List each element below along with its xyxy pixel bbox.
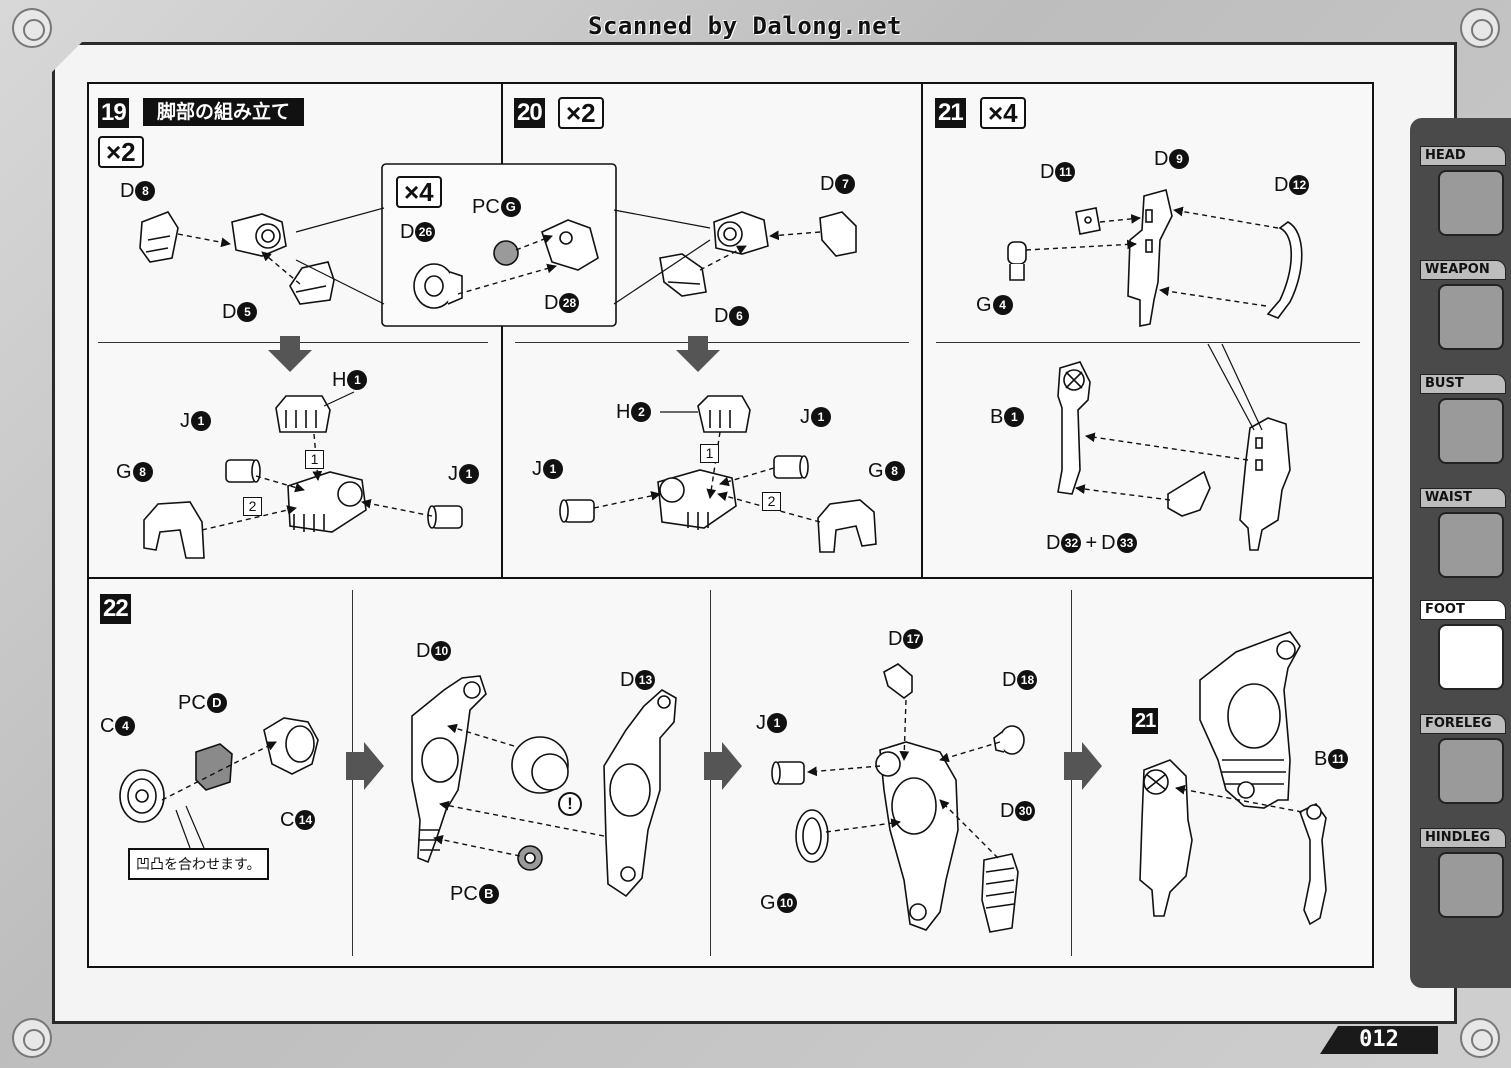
alignment-note: 凹凸を合わせます。 <box>128 848 269 880</box>
bust-icon <box>1438 398 1504 464</box>
s20-sub-divider <box>515 342 909 343</box>
tab-foot-label: FOOT <box>1420 600 1506 620</box>
ref-step-21: 21 <box>1132 708 1159 734</box>
foreleg-icon <box>1438 738 1504 804</box>
step-19-title: 脚部の組み立て <box>143 98 305 126</box>
order-box-20-1: 1 <box>700 444 719 463</box>
order-box-2: 2 <box>243 497 262 516</box>
tab-head-label: HEAD <box>1420 146 1506 166</box>
head-icon <box>1438 170 1504 236</box>
weapon-icon <box>1438 284 1504 350</box>
row-divider <box>87 577 1374 579</box>
tab-foreleg-label: FORELEG <box>1420 714 1506 734</box>
step-22-number: 22 <box>100 594 131 624</box>
step-19-inset-multiplier: ×4 <box>396 176 442 208</box>
step-19-multiplier: ×2 <box>98 136 144 168</box>
scan-credit: Scanned by Dalong.net <box>588 12 902 40</box>
corner-logo-top-right <box>1460 8 1500 48</box>
tab-weapon-label: WEAPON <box>1420 260 1506 280</box>
tab-head[interactable]: HEAD <box>1418 146 1508 250</box>
substep-divider-3 <box>1071 590 1072 956</box>
corner-logo-bottom-left <box>12 1018 52 1058</box>
step-20-number: 20 <box>514 98 545 128</box>
step-21-multiplier: ×4 <box>980 97 1026 129</box>
tab-hindleg-label: HINDLEG <box>1420 828 1506 848</box>
tab-hindleg[interactable]: HINDLEG <box>1418 828 1508 932</box>
substep-divider-2 <box>710 590 711 956</box>
page-number: 012 <box>1320 1026 1438 1054</box>
s19-sub-divider <box>98 342 488 343</box>
col-divider-1 <box>501 82 503 578</box>
caution-icon: ! <box>558 792 582 816</box>
tab-foot[interactable]: FOOT <box>1418 600 1508 704</box>
step-19-number: 19 <box>98 98 129 128</box>
corner-logo-bottom-right <box>1460 1018 1500 1058</box>
order-box-1: 1 <box>305 450 324 469</box>
order-box-20-2: 2 <box>762 492 781 511</box>
col-divider-2 <box>921 82 923 578</box>
tab-foreleg[interactable]: FORELEG <box>1418 714 1508 818</box>
substep-divider-1 <box>352 590 353 956</box>
waist-icon <box>1438 512 1504 578</box>
corner-logo-top-left <box>12 8 52 48</box>
hindleg-icon <box>1438 852 1504 918</box>
tab-bust[interactable]: BUST <box>1418 374 1508 478</box>
tab-bust-label: BUST <box>1420 374 1506 394</box>
tab-waist[interactable]: WAIST <box>1418 488 1508 592</box>
s21-sub-divider <box>936 342 1360 343</box>
step-20-multiplier: ×2 <box>558 97 604 129</box>
section-tabs: HEAD WEAPON BUST WAIST FOOT FORELEG HIND… <box>1410 118 1511 988</box>
foot-icon <box>1438 624 1504 690</box>
step-21-number: 21 <box>935 98 966 128</box>
tab-weapon[interactable]: WEAPON <box>1418 260 1508 364</box>
instruction-frame <box>87 82 1374 968</box>
tab-waist-label: WAIST <box>1420 488 1506 508</box>
